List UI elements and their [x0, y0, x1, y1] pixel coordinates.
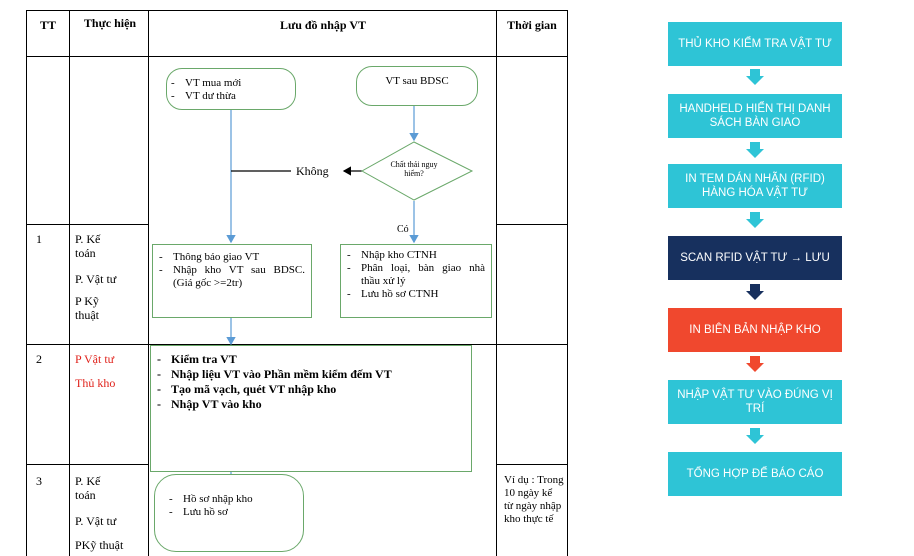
ctnh-box: Nhập kho CTNH Phân loại, bàn giao nhà th…	[340, 244, 492, 318]
arrow-down-icon	[746, 356, 764, 372]
notify-box: Thông báo giao VT Nhập kho VT sau BDSC. …	[152, 244, 312, 318]
step-7: TỔNG HỢP ĐỂ BÁO CÁO	[668, 452, 842, 496]
arrow-down-icon	[746, 212, 764, 228]
row-3-time: Ví dụ : Trong 10 ngày kể từ ngày nhập kh…	[504, 474, 564, 525]
no-label: Không	[296, 164, 329, 178]
row-3-actor-3: PKỹ thuật	[75, 538, 124, 552]
warehouse-box: Kiểm tra VT Nhập liệu VT vào Phần mềm ki…	[150, 345, 472, 472]
ctnh-item-1: Nhập kho CTNH	[343, 249, 485, 262]
ctnh-item-2: Phân loại, bàn giao nhà thầu xử lý	[343, 262, 485, 288]
yes-label: Có	[397, 224, 409, 235]
step-1: THỦ KHO KIỂM TRA VẬT TƯ	[668, 22, 842, 66]
warehouse-item-3: Tạo mã vạch, quét VT nhập kho	[153, 382, 465, 397]
step-2: HANDHELD HIỂN THỊ DANH SÁCH BÀN GIAO	[668, 94, 842, 138]
row-1-actor-3: P Kỹ thuật	[75, 294, 99, 322]
arrow-down-icon	[746, 142, 764, 158]
warehouse-item-2: Nhập liệu VT vào Phần mềm kiểm đếm VT	[153, 367, 465, 382]
row-1-actor-2: P. Vật tư	[75, 272, 117, 286]
arrow-down-icon	[746, 69, 764, 85]
arrow-down-icon	[746, 428, 764, 444]
warehouse-item-4: Nhập VT vào kho	[153, 397, 465, 412]
step-4: SCAN RFID VẬT TƯ → LƯU	[668, 236, 842, 280]
flowchart-table: TT Thực hiện Lưu đồ nhập VT Thời gian 1 …	[26, 10, 586, 556]
header-thuc-hien: Thực hiện	[83, 16, 137, 30]
ctnh-item-3: Lưu hồ sơ CTNH	[343, 288, 485, 301]
start-new-item-1: VT mua mới	[167, 77, 295, 90]
start-bdsc-label: VT sau BDSC	[385, 75, 449, 87]
notify-item-2: Nhập kho VT sau BDSC. (Giá gốc >=2tr)	[155, 264, 305, 290]
notify-item-1: Thông báo giao VT	[155, 251, 305, 264]
row-1-tt: 1	[36, 232, 42, 246]
row-3-tt: 3	[36, 474, 42, 488]
row-2-actor-1: P Vật tư	[75, 352, 115, 366]
records-item-2: Lưu hồ sơ	[165, 506, 297, 519]
step-6: NHẬP VẬT TƯ VÀO ĐÚNG VỊ TRÍ	[668, 380, 842, 424]
row-1-actor-1: P. Kế toán	[75, 232, 101, 260]
start-node-new-materials: VT mua mới VT dư thừa	[166, 68, 296, 110]
records-item-1: Hồ sơ nhập kho	[165, 493, 297, 506]
warehouse-item-1: Kiểm tra VT	[153, 352, 465, 367]
start-node-bdsc: VT sau BDSC	[356, 66, 478, 106]
decision-label: Chất thải nguy hiểm?	[390, 160, 438, 178]
step-5: IN BIÊN BẢN NHẬP KHO	[668, 308, 842, 352]
start-new-item-2: VT dư thừa	[167, 90, 295, 103]
records-box: Hồ sơ nhập kho Lưu hồ sơ	[154, 474, 304, 552]
row-2-tt: 2	[36, 352, 42, 366]
row-3-actor-1: P. Kế toán	[75, 474, 101, 502]
header-luu-do: Lưu đồ nhập VT	[279, 18, 367, 32]
row-2-actor-2: Thủ kho	[75, 376, 116, 390]
header-thoi-gian: Thời gian	[507, 18, 557, 32]
header-tt: TT	[39, 18, 56, 32]
row-3-actor-2: P. Vật tư	[75, 514, 117, 528]
arrow-down-icon	[746, 284, 764, 300]
step-3: IN TEM DÁN NHÃN (RFID) HÀNG HÓA VẬT TƯ	[668, 164, 842, 208]
